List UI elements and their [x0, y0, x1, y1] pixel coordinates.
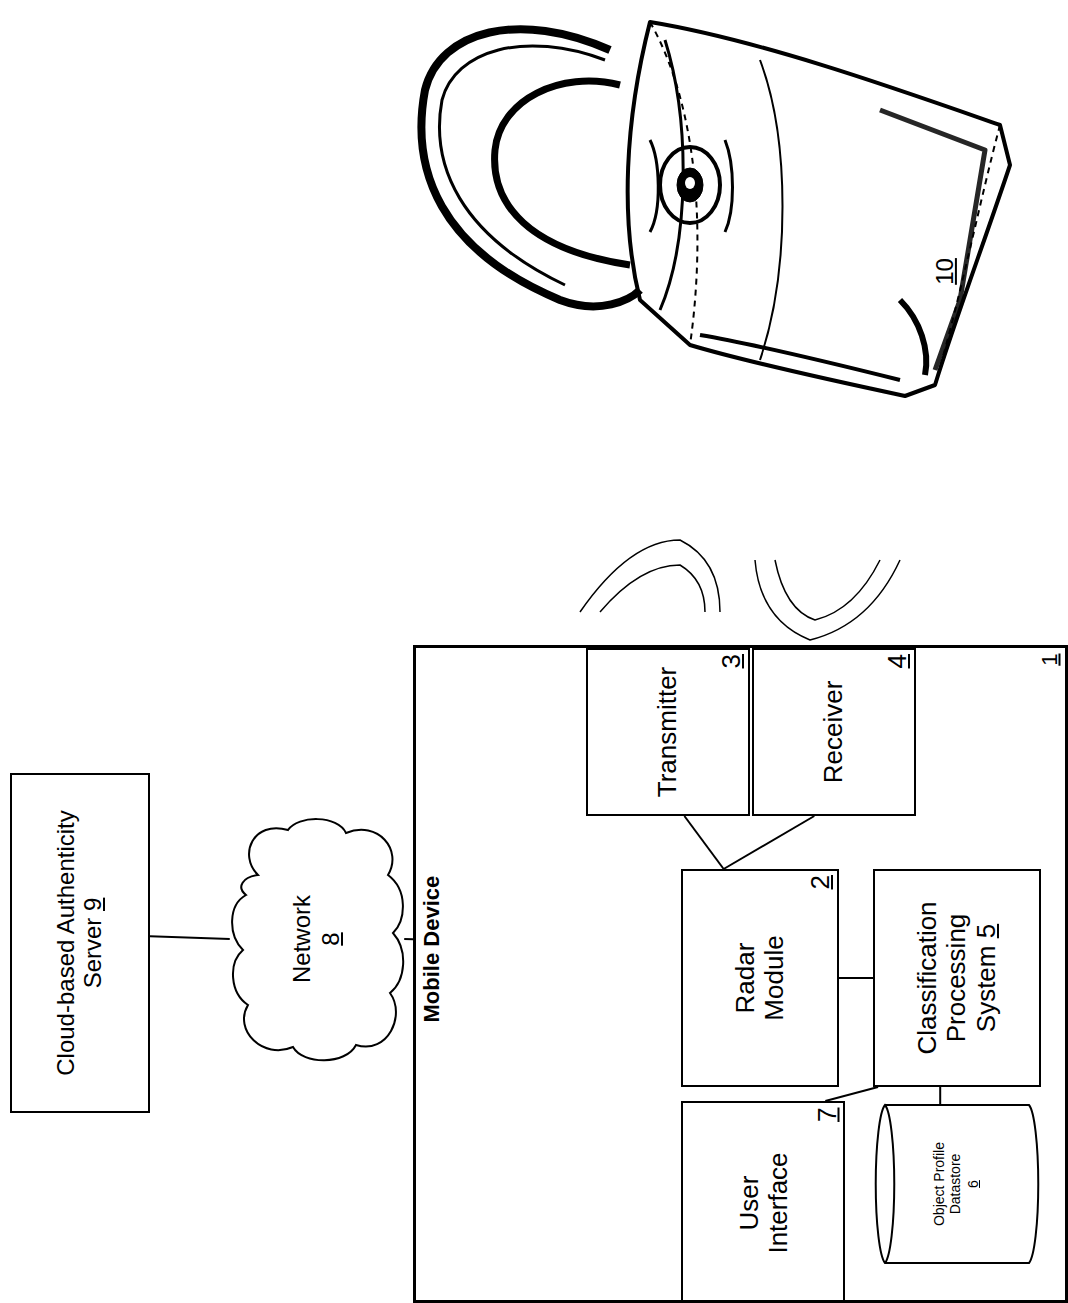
transmitter-box: Transmitter 3: [586, 648, 750, 816]
text-frame: Object Profile Datastore6: [873, 1103, 1041, 1265]
label-text: Radar Module: [730, 935, 789, 1020]
connector-line: [684, 816, 723, 869]
connector-line: [939, 1087, 941, 1105]
network-cloud: Network8: [228, 815, 406, 1063]
radar-waves: [580, 540, 900, 640]
label-text: Network: [288, 895, 315, 983]
text-frame: Classification Processing System 5: [873, 869, 1041, 1087]
text-frame: Cloud-based Authenticity Server 9: [10, 773, 150, 1113]
callout-number: 1: [1037, 653, 1062, 665]
connector-line: [825, 1087, 878, 1101]
text-block: Object Profile Datastore: [932, 1129, 963, 1239]
label-text: Receiver: [818, 681, 848, 784]
text-frame: Network8: [228, 815, 406, 1063]
label-text: User Interface: [733, 1152, 792, 1253]
callout-number: 4: [883, 654, 912, 668]
device-housing: Mobile Device 1Transmitter 3Receiver 4Radar…: [413, 645, 1068, 1303]
connector-line: [150, 936, 230, 939]
connector-line: [724, 816, 815, 869]
datastore-cylinder: Object Profile Datastore6: [873, 1103, 1041, 1265]
text-block: Cloud-based Authenticity Server 9: [53, 778, 107, 1108]
text-block: User Interface: [734, 1138, 792, 1268]
text-frame: Transmitter 3: [586, 648, 750, 816]
server-box: Cloud-based Authenticity Server 9: [10, 773, 150, 1113]
callout-number: 2: [806, 875, 835, 889]
receiver-box: Receiver 4: [752, 648, 916, 816]
radar-module-box: Radar Module 2: [681, 869, 839, 1087]
callout-number: 7: [812, 1107, 841, 1121]
handbag-illustration: [421, 22, 1010, 396]
text-block: Classification Processing System 5: [913, 878, 1000, 1078]
label-text: Transmitter: [652, 667, 682, 798]
text-block: Radar Module: [731, 898, 789, 1058]
cloud-outline: [228, 815, 406, 1063]
callout-number: 3: [717, 654, 746, 668]
text-frame: User Interface 7: [681, 1101, 845, 1303]
callout-number: 6: [966, 1180, 982, 1188]
classification-box: Classification Processing System 5: [873, 869, 1041, 1087]
callout-number: 10: [932, 258, 959, 285]
callout-number: 9: [79, 898, 106, 911]
text-block: Network: [289, 895, 316, 983]
callout-number: 8: [318, 932, 345, 945]
connector-line: [404, 938, 413, 940]
callout-number: 5: [971, 924, 1001, 938]
text-block: Receiver: [819, 681, 848, 784]
user-interface-box: User Interface 7: [681, 1101, 845, 1303]
label-text: Object Profile Datastore: [931, 1142, 963, 1226]
label-text: Cloud-based Authenticity Server: [52, 810, 106, 1076]
connector-line: [839, 977, 873, 979]
text-block: Transmitter: [653, 667, 682, 798]
heading-text: Mobile Device: [419, 875, 444, 1022]
text-frame: Radar Module 2: [681, 869, 839, 1087]
text-frame: Receiver 4: [752, 648, 916, 816]
